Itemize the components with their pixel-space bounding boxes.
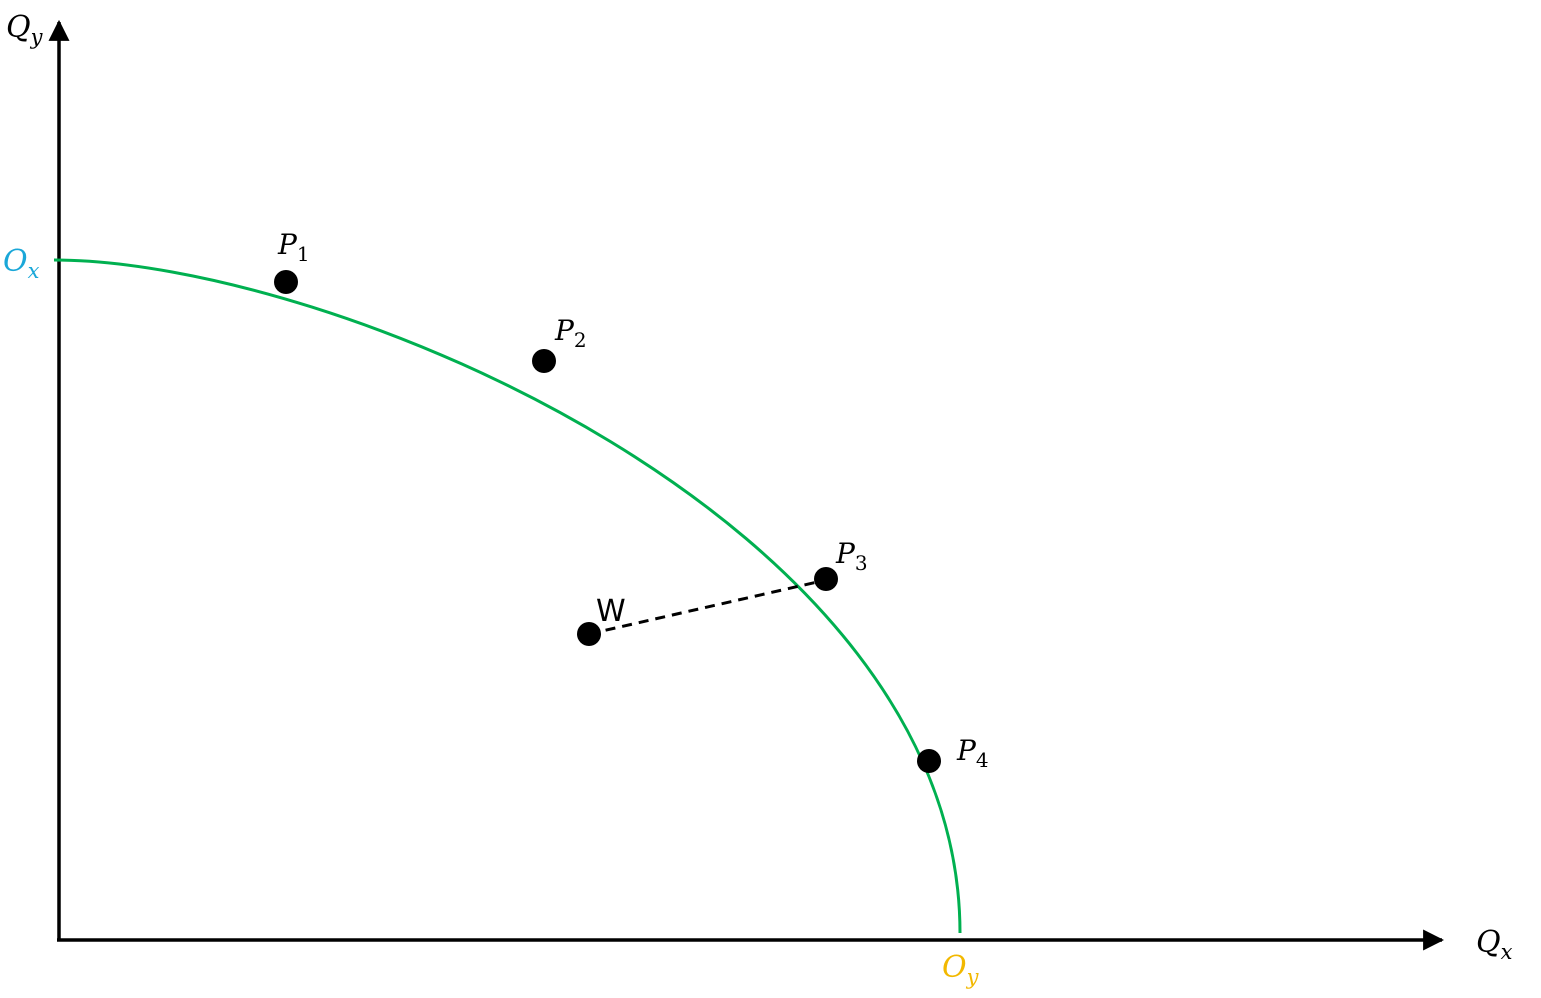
point-p3 [814,567,838,591]
point-w-label: W [596,594,626,629]
w-to-p3-dashed-line [588,578,827,636]
y-intercept-label: Ox [3,244,40,283]
point-w [577,622,601,646]
point-p1-label: P1 [277,228,310,266]
point-p2 [532,349,556,373]
y-axis-label: Qy [6,10,44,49]
point-p1 [274,270,298,294]
point-p3-label: P3 [835,537,868,575]
point-p4-label: P4 [956,734,989,772]
point-p4 [917,749,941,773]
x-axis-label: Qx [1476,925,1513,964]
x-intercept-label: Oy [942,950,980,989]
point-p2-label: P2 [554,314,587,352]
frontier-curve [53,258,962,934]
